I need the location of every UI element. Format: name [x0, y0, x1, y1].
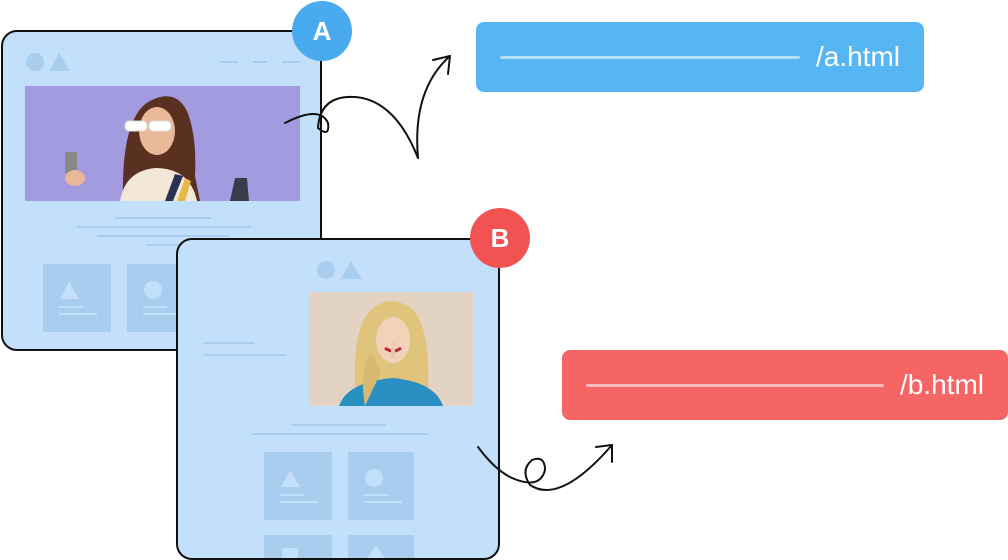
url-bar-b-line	[586, 383, 884, 387]
circle-icon	[317, 261, 335, 279]
url-b-text: /b.html	[899, 369, 984, 400]
variant-b-badge: B	[470, 208, 530, 268]
hero-photo-a	[25, 86, 300, 201]
triangle-icon	[341, 261, 362, 279]
page-a-card	[1, 30, 322, 351]
page-b-skeleton	[204, 261, 428, 558]
url-a-text: /a.html	[815, 41, 900, 72]
triangle-icon	[49, 53, 70, 71]
hero-photo-b	[309, 292, 473, 406]
url-bar-b: /b.html	[562, 350, 1008, 420]
url-bar-a: /a.html	[476, 22, 924, 92]
circle-icon	[26, 53, 44, 71]
arrow-icon	[477, 444, 613, 491]
variant-a-badge: A	[292, 1, 352, 61]
arrow-icon	[284, 55, 451, 159]
url-bar-a-line	[500, 55, 800, 59]
page-b-card	[176, 238, 500, 560]
